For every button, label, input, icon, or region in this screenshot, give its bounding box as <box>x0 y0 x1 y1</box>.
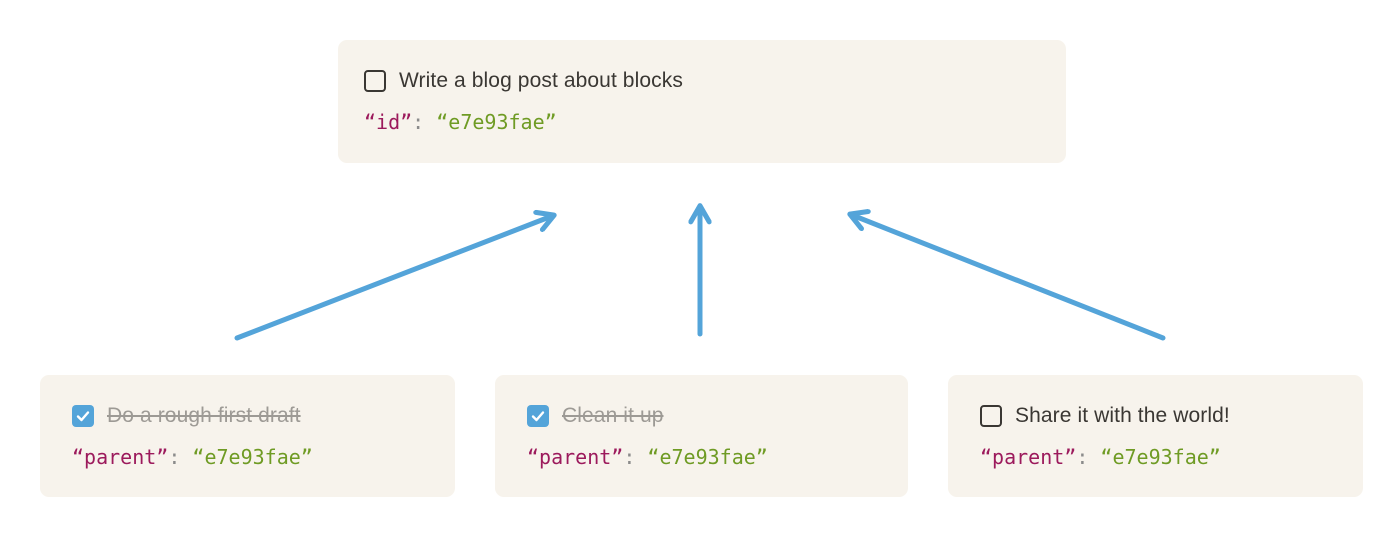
child-task-block-2: Clean it up “parent”: “e7e93fae” <box>495 375 908 497</box>
code-value: “e7e93fae” <box>647 444 768 469</box>
checkbox-checked[interactable] <box>72 404 94 427</box>
checkbox-unchecked[interactable] <box>364 70 386 92</box>
code-key: “parent” <box>527 444 624 469</box>
checkmark-icon <box>76 410 90 421</box>
checkbox-checked[interactable] <box>527 404 549 427</box>
parent-task-block: Write a blog post about blocks “id”: “e7… <box>338 40 1066 163</box>
code-key: “parent” <box>72 444 169 469</box>
block-parent-code: “parent”: “e7e93fae” <box>72 445 429 469</box>
arrow-child3-to-parent <box>852 215 1166 341</box>
task-row: Share it with the world! <box>980 404 1337 428</box>
code-value: “e7e93fae” <box>436 110 557 134</box>
code-value: “e7e93fae” <box>1100 444 1221 469</box>
task-label: Clean it up <box>562 403 664 427</box>
child-task-block-1: Do a rough first draft “parent”: “e7e93f… <box>40 375 455 497</box>
block-id-code: “id”: “e7e93fae” <box>364 110 1040 134</box>
code-separator: : <box>168 444 193 469</box>
child-task-block-3: Share it with the world! “parent”: “e7e9… <box>948 375 1363 497</box>
arrow-child1-to-parent <box>234 216 552 341</box>
block-parent-code: “parent”: “e7e93fae” <box>980 445 1337 469</box>
code-key: “parent” <box>980 444 1077 469</box>
task-label: Write a blog post about blocks <box>399 69 683 92</box>
task-label: Share it with the world! <box>1015 403 1230 427</box>
code-separator: : <box>1076 444 1101 469</box>
checkmark-icon <box>531 410 545 421</box>
block-parent-code: “parent”: “e7e93fae” <box>527 445 882 469</box>
checkbox-unchecked[interactable] <box>980 404 1002 427</box>
task-row: Write a blog post about blocks <box>364 69 1040 93</box>
code-separator: : <box>412 110 437 134</box>
code-value: “e7e93fae” <box>192 444 313 469</box>
task-row: Clean it up <box>527 404 882 428</box>
task-label: Do a rough first draft <box>107 403 301 427</box>
code-key: “id” <box>364 110 413 134</box>
code-separator: : <box>623 444 648 469</box>
task-row: Do a rough first draft <box>72 404 429 428</box>
